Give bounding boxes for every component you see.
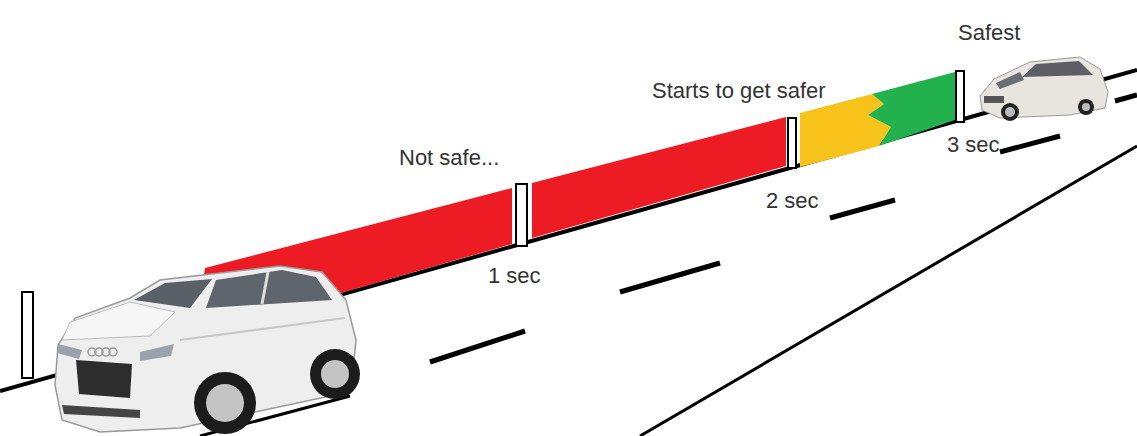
following-car (55, 266, 360, 434)
marker-post (956, 71, 964, 122)
car-hood (62, 302, 175, 340)
lane-dash (620, 263, 720, 292)
car-rim (206, 384, 244, 422)
car-window (206, 270, 332, 308)
car-pillar (262, 272, 268, 304)
car-wheel (194, 372, 256, 434)
lane-dash (430, 331, 525, 362)
lane-dash (1000, 136, 1060, 152)
car-bumper (62, 405, 140, 418)
car-rim (321, 360, 349, 388)
distance-label: Not safe... (399, 145, 499, 171)
distance-label: 1 sec (488, 263, 541, 289)
distance-label: Starts to get safer (652, 78, 826, 104)
marker-post (788, 118, 796, 168)
car-rim (1082, 103, 1090, 111)
lead-car (980, 57, 1108, 121)
car-window (996, 72, 1024, 89)
car-rim (1005, 107, 1015, 117)
marker-post (22, 292, 33, 378)
unsafe-band (532, 117, 786, 238)
distance-label: 2 sec (766, 188, 819, 214)
car-crease (180, 318, 345, 340)
car-wheel (1001, 103, 1019, 121)
car-headlight (140, 344, 174, 361)
car-wheel (1078, 99, 1094, 115)
distance-label: 3 sec (947, 132, 1000, 158)
car-grille (76, 360, 132, 398)
car-windshield (134, 279, 212, 308)
car-body (980, 57, 1108, 118)
car-grille (984, 96, 1004, 103)
car-headlight (57, 344, 82, 359)
caution-band (800, 94, 891, 167)
safe-band (868, 72, 955, 146)
distance-label: Safest (958, 20, 1020, 46)
car-window (1022, 61, 1093, 77)
car-wheel (310, 349, 360, 399)
car-badge (109, 348, 117, 356)
road-edge (640, 146, 1137, 436)
lane-dash (1115, 95, 1137, 101)
marker-post (516, 184, 527, 246)
lane-dash (830, 200, 895, 218)
